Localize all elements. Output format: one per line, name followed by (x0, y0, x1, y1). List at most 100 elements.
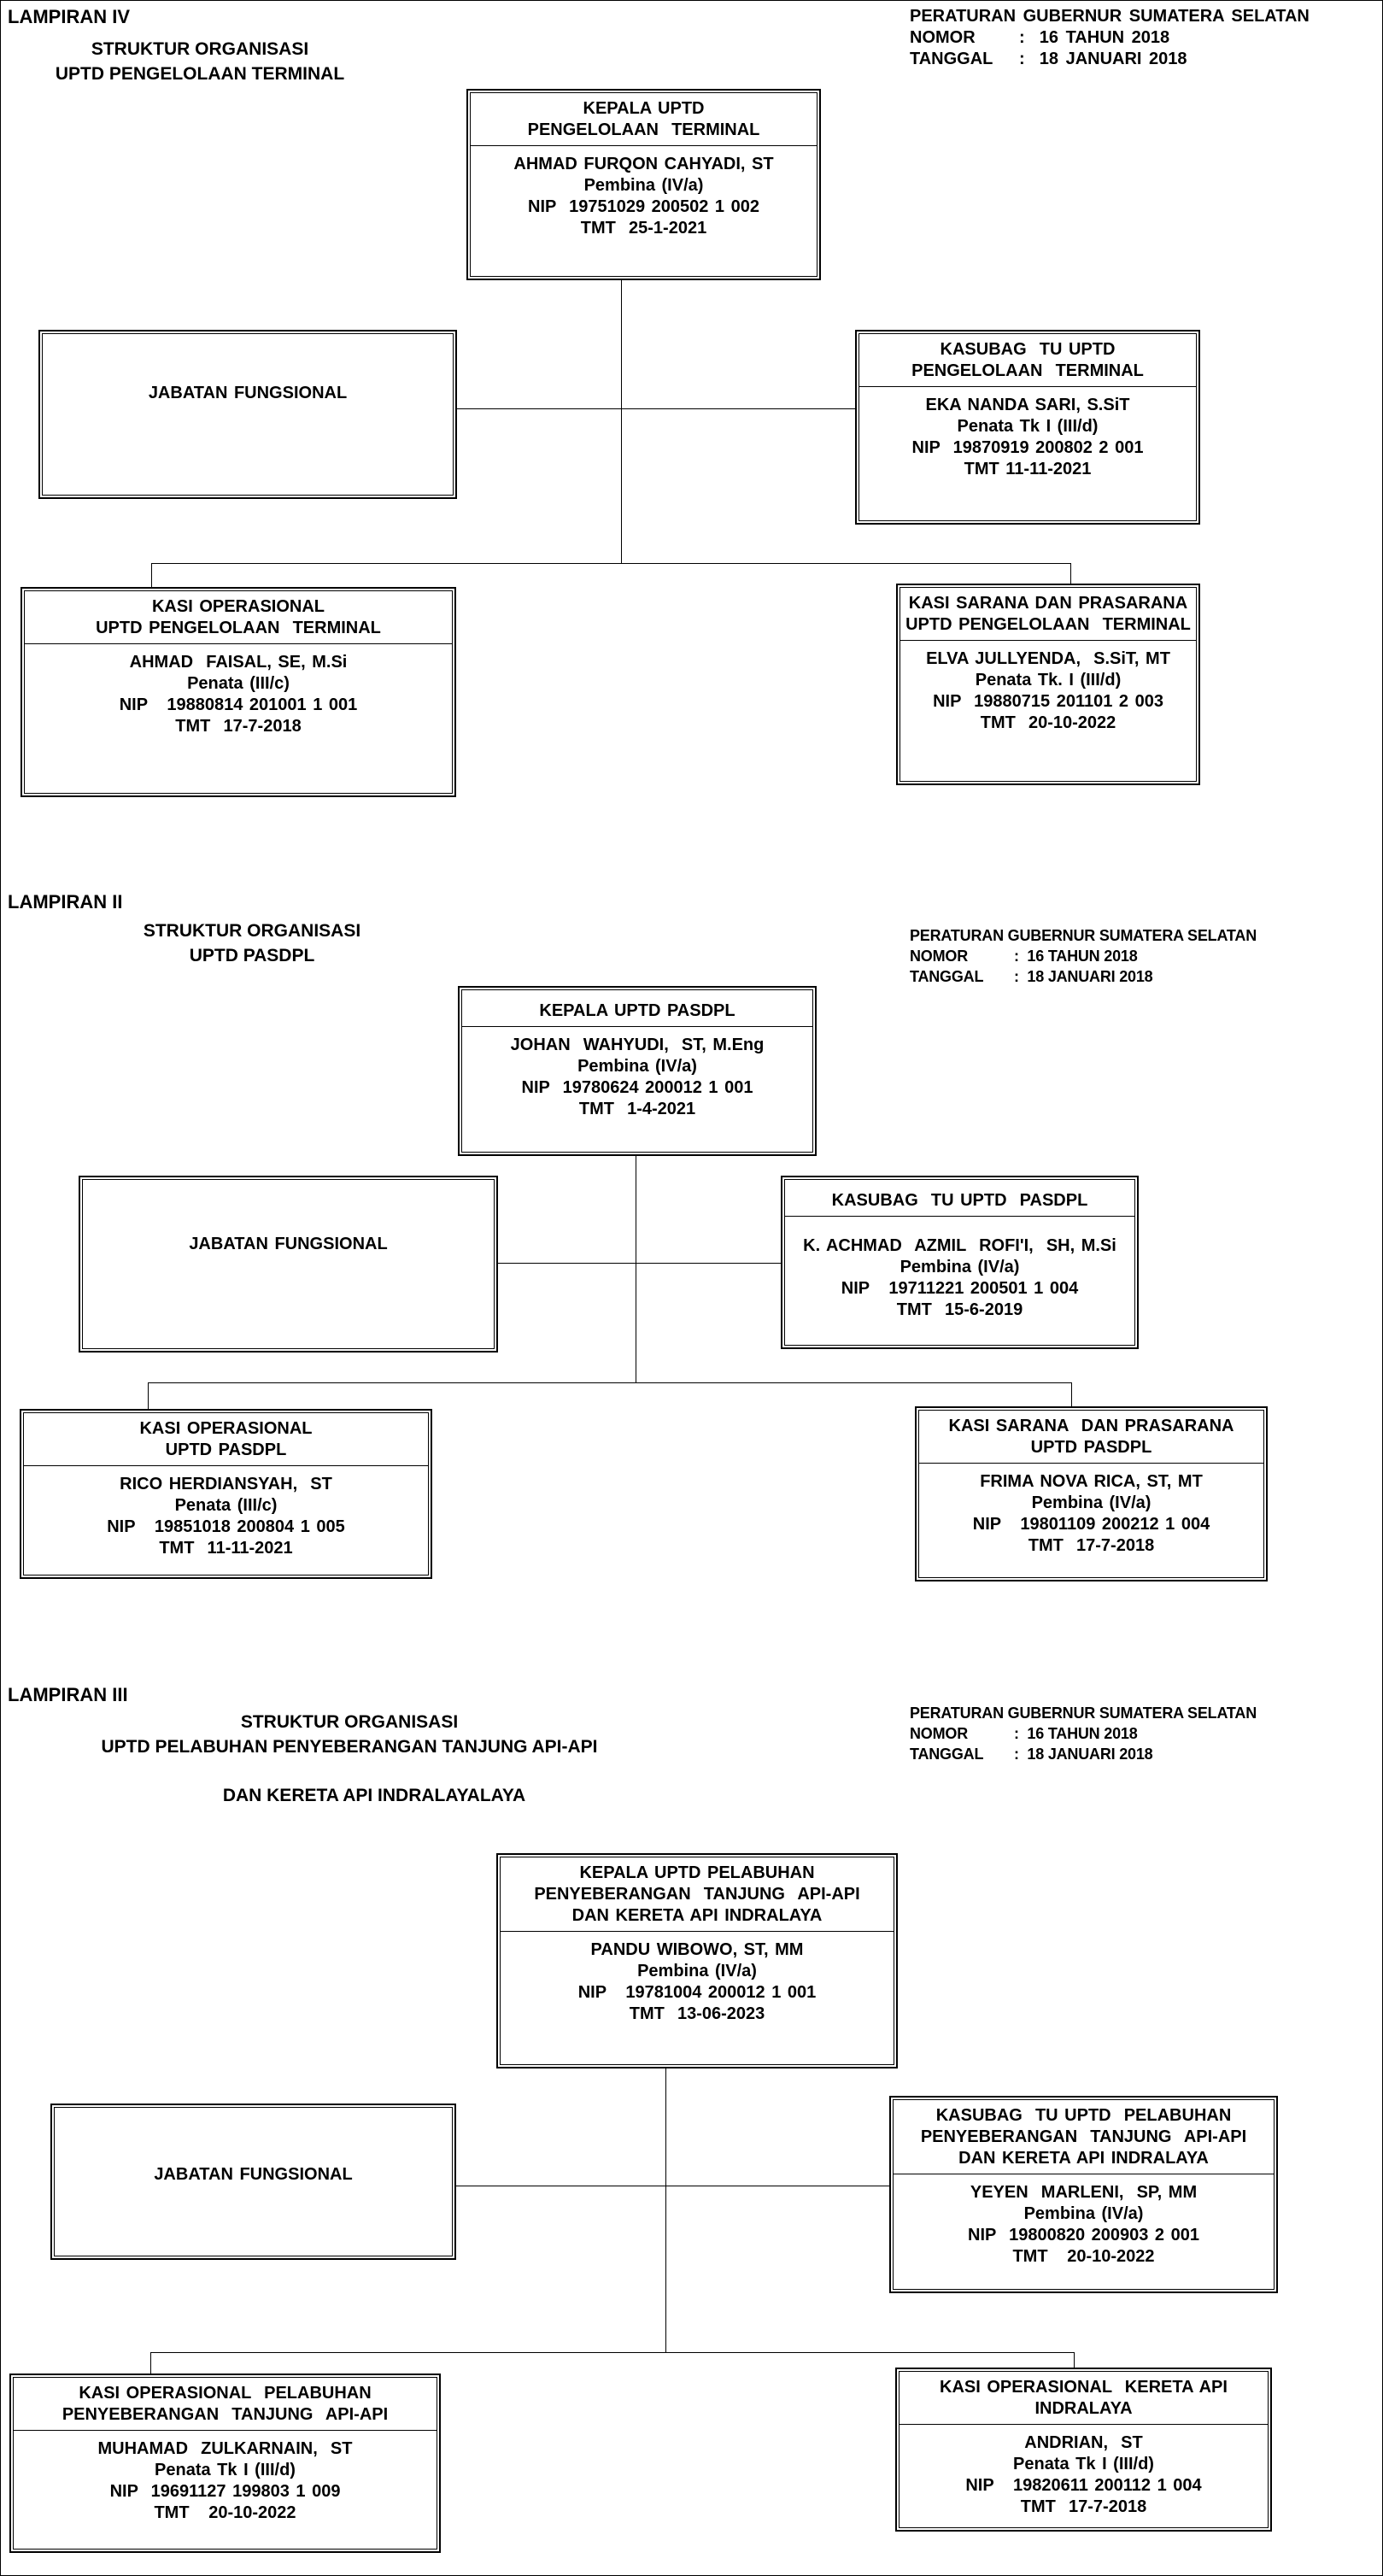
person-nip: NIP 19870919 200802 2 001 (911, 438, 1144, 457)
person-nip: NIP 19751029 200502 1 002 (528, 197, 759, 216)
box-title-line: KASI SARANA DAN PRASARANA (908, 594, 1188, 613)
person-name: RICO HERDIANSYAH, ST (120, 1475, 332, 1493)
person-rank: Pembina (IV/a) (1031, 1493, 1152, 1512)
person-tmt: TMT 17-7-2018 (1020, 2497, 1147, 2516)
box-title-line: UPTD PASDPL (165, 1441, 287, 1459)
jabatan-fungsional-label: JABATAN FUNGSIONAL (154, 2165, 353, 2184)
box-kepala-uptd-pelabuhan-tanjung-api-api: KEPALA UPTD PELABUHAN PENYEBERANGAN TANJ… (496, 1853, 898, 2068)
connector-line (1074, 2352, 1075, 2369)
heading-line: DAN KERETA API INDRALAYALAYA (222, 1786, 526, 1805)
box-title-line: KASI OPERASIONAL PELABUHAN (79, 2384, 372, 2403)
decree-block-2: PERATURAN GUBERNUR SUMATERA SELATAN NOMO… (910, 925, 1257, 987)
box-title: KASUBAG TU UPTD PELABUHAN PENYEBERANGAN … (894, 2100, 1274, 2174)
heading-line: UPTD PELABUHAN PENYEBERANGAN TANJUNG API… (101, 1737, 598, 1757)
jabatan-fungsional-label: JABATAN FUNGSIONAL (189, 1235, 388, 1253)
box-title-line: KASI OPERASIONAL (139, 1419, 313, 1438)
box-title-line: UPTD PENGELOLAAN TERMINAL (905, 615, 1191, 634)
person-tmt: TMT 1-4-2021 (578, 1100, 696, 1118)
box-jabatan-fungsional-2: JABATAN FUNGSIONAL (79, 1176, 498, 1353)
box-kepala-uptd-pasdpl: KEPALA UPTD PASDPL JOHAN WAHYUDI, ST, M.… (458, 986, 817, 1156)
section1-heading: STRUKTUR ORGANISASI UPTD PENGELOLAAN TER… (1, 37, 399, 86)
person-tmt: TMT 20-10-2022 (980, 713, 1116, 732)
box-title-line: PENYEBERANGAN TANJUNG API-API (62, 2405, 389, 2424)
connector-line (148, 1382, 1072, 1383)
person-rank: Penata Tk I (III/d) (155, 2461, 296, 2479)
lampiran-label-iv: LAMPIRAN IV (8, 6, 130, 27)
box-title-line: KASUBAG TU UPTD PASDPL (831, 1191, 1088, 1210)
heading-line: STRUKTUR ORGANISASI (240, 1712, 459, 1732)
connector-line (456, 408, 855, 409)
box-person: EKA NANDA SARI, S.SiT Penata Tk I (III/d… (859, 387, 1196, 480)
box-title: KEPALA UPTD PENGELOLAAN TERMINAL (471, 93, 817, 146)
box-title-line: DAN KERETA API INDRALAYA (571, 1906, 823, 1925)
connector-line (150, 2352, 1075, 2353)
decree-tanggal: TANGGAL: 18 JANUARI 2018 (910, 50, 1187, 68)
decree-title: PERATURAN GUBERNUR SUMATERA SELATAN (910, 7, 1310, 26)
box-title-line: UPTD PENGELOLAAN TERMINAL (96, 619, 381, 637)
person-nip: NIP 19820611 200112 1 004 (965, 2476, 1202, 2495)
person-name: AHMAD FURQON CAHYADI, ST (513, 155, 774, 173)
person-tmt: TMT 17-7-2018 (175, 717, 302, 736)
person-nip: NIP 19801109 200212 1 004 (972, 1515, 1210, 1534)
decree-nomor: NOMOR: 16 TAHUN 2018 (910, 28, 1170, 47)
decree-title: PERATURAN GUBERNUR SUMATERA SELATAN (910, 927, 1257, 944)
box-title: KEPALA UPTD PASDPL (462, 990, 812, 1027)
box-title-line: KASI OPERASIONAL KERETA API (940, 2378, 1228, 2397)
decree-nomor: NOMOR: 16 TAHUN 2018 (910, 948, 1138, 965)
person-name: MUHAMAD ZULKARNAIN, ST (97, 2439, 353, 2458)
person-rank: Pembina (IV/a) (900, 1258, 1020, 1276)
person-name: ANDRIAN, ST (1024, 2433, 1143, 2452)
connector-line (1071, 1382, 1072, 1408)
box-title-line: PENYEBERANGAN TANJUNG API-API (534, 1885, 860, 1904)
person-rank: Pembina (IV/a) (577, 1057, 697, 1076)
person-tmt: TMT 20-10-2022 (154, 2503, 296, 2522)
box-kasi-operasional-pengelolaan-terminal: KASI OPERASIONAL UPTD PENGELOLAAN TERMIN… (21, 587, 456, 797)
person-tmt: TMT 20-10-2022 (1012, 2247, 1155, 2266)
box-jabatan-fungsional-3: JABATAN FUNGSIONAL (50, 2104, 456, 2260)
person-name: EKA NANDA SARI, S.SiT (925, 396, 1130, 414)
person-nip: NIP 19781004 200012 1 001 (577, 1983, 817, 2002)
person-name: PANDU WIBOWO, ST, MM (590, 1940, 804, 1959)
person-rank: Penata (III/c) (187, 674, 290, 693)
heading-line: UPTD PASDPL (189, 946, 315, 965)
box-title: KASUBAG TU UPTD PENGELOLAAN TERMINAL (859, 334, 1196, 387)
box-title-line: KASI SARANA DAN PRASARANA (948, 1417, 1234, 1435)
box-kasubag-tu-pasdpl: KASUBAG TU UPTD PASDPL K. ACHMAD AZMIL R… (781, 1176, 1139, 1349)
box-kasubag-tu-pengelolaan-terminal: KASUBAG TU UPTD PENGELOLAAN TERMINAL EKA… (855, 330, 1200, 525)
person-name: FRIMA NOVA RICA, ST, MT (980, 1472, 1203, 1491)
person-nip: NIP 19800820 200903 2 001 (968, 2226, 1199, 2244)
box-title: KASI OPERASIONAL UPTD PASDPL (24, 1413, 428, 1466)
box-person: FRIMA NOVA RICA, ST, MT Pembina (IV/a) N… (919, 1464, 1263, 1557)
person-tmt: TMT 17-7-2018 (1028, 1536, 1155, 1555)
box-title-line: UPTD PASDPL (1030, 1438, 1152, 1457)
box-title-line: DAN KERETA API INDRALAYA (958, 2149, 1209, 2168)
box-person: JOHAN WAHYUDI, ST, M.Eng Pembina (IV/a) … (462, 1027, 812, 1120)
person-tmt: TMT 11-11-2021 (159, 1539, 293, 1558)
box-title-line: KASI OPERASIONAL (151, 597, 325, 616)
box-title-line: KASUBAG TU UPTD PELABUHAN (935, 2106, 1232, 2125)
person-tmt: TMT 13-06-2023 (629, 2004, 765, 2023)
connector-line (621, 280, 622, 563)
box-jabatan-fungsional-1: JABATAN FUNGSIONAL (38, 330, 457, 499)
jabatan-fungsional-label: JABATAN FUNGSIONAL (148, 384, 348, 402)
connector-line (665, 2068, 666, 2352)
box-title-line: PENGELOLAAN TERMINAL (527, 120, 760, 139)
person-rank: Pembina (IV/a) (637, 1962, 757, 1980)
heading-line: STRUKTUR ORGANISASI (143, 921, 361, 941)
box-kasi-operasional-pelabuhan-penyeberangan: KASI OPERASIONAL PELABUHAN PENYEBERANGAN… (9, 2374, 441, 2553)
person-rank: Penata Tk. I (III/d) (975, 671, 1122, 689)
heading-line: STRUKTUR ORGANISASI (91, 39, 309, 59)
box-title: KASI SARANA DAN PRASARANA UPTD PENGELOLA… (900, 588, 1196, 641)
person-rank: Penata Tk I (III/d) (1013, 2455, 1154, 2473)
person-rank: Pembina (IV/a) (583, 176, 704, 195)
connector-line (151, 563, 1071, 564)
person-nip: NIP 19880814 201001 1 001 (119, 695, 358, 714)
box-title: KASI OPERASIONAL KERETA API INDRALAYA (900, 2372, 1268, 2425)
box-title-line: KASUBAG TU UPTD (940, 340, 1116, 359)
person-rank: Penata Tk I (III/d) (957, 417, 1099, 436)
box-person: ANDRIAN, ST Penata Tk I (III/d) NIP 1982… (900, 2425, 1268, 2518)
decree-block-1: PERATURAN GUBERNUR SUMATERA SELATAN NOMO… (910, 6, 1310, 70)
box-person: MUHAMAD ZULKARNAIN, ST Penata Tk I (III/… (14, 2431, 437, 2524)
connector-line (498, 1263, 781, 1264)
decree-title: PERATURAN GUBERNUR SUMATERA SELATAN (910, 1705, 1257, 1722)
